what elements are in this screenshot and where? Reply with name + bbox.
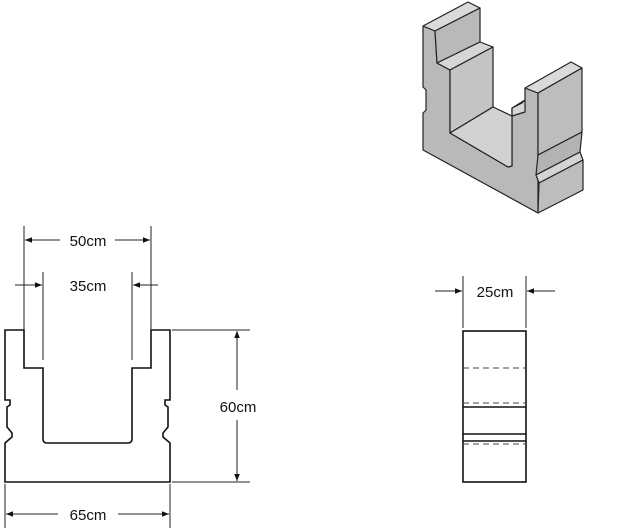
side-view: 25cm (435, 276, 555, 483)
dim-height: 60cm (220, 399, 257, 416)
dim-inner-width: 35cm (70, 278, 107, 295)
front-profile (4, 329, 171, 483)
channel-floor (449, 106, 513, 168)
base-right-face (537, 159, 584, 214)
dim-base-width: 65cm (70, 507, 107, 524)
dim-outer-top-width: 50cm (70, 233, 107, 250)
front-view: 50cm 35cm 60cm 65cm (4, 226, 257, 528)
dim-depth: 25cm (477, 284, 514, 301)
isometric-view (422, 1, 584, 214)
right-step-top (511, 99, 526, 117)
